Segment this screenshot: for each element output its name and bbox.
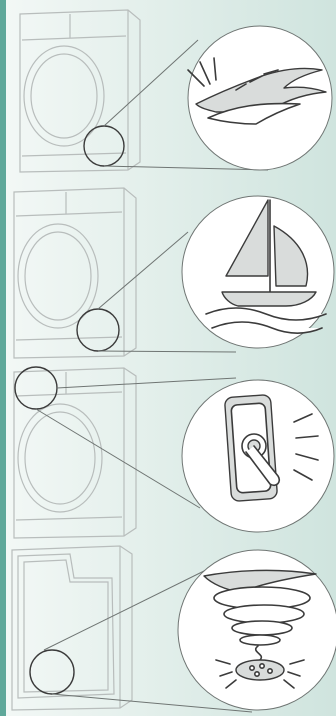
washer-dryer-1 <box>19 9 141 173</box>
panel-1 <box>19 9 333 173</box>
highlight-circle-2 <box>76 308 120 352</box>
washer-dryer-3 <box>13 367 137 539</box>
water-ripple-waves-icon <box>187 57 327 125</box>
highlight-circle-1 <box>83 125 125 167</box>
callout-3 <box>181 379 335 533</box>
callout-1 <box>187 25 333 171</box>
cabinet-rear <box>11 545 133 711</box>
panel-3 <box>13 366 335 539</box>
callout-2 <box>181 195 335 349</box>
panel-2 <box>13 187 335 359</box>
washer-dryer-2 <box>13 187 137 359</box>
highlight-circle-4 <box>29 649 75 695</box>
panel-4 <box>11 545 336 713</box>
spiral-drain-vibration-icon <box>203 569 317 689</box>
toggle-switch-sound-icon <box>224 394 319 502</box>
accent-bar <box>0 0 6 716</box>
sailboat-on-waves-icon <box>205 199 327 335</box>
highlight-circle-3 <box>14 366 58 410</box>
callout-4 <box>177 549 336 711</box>
